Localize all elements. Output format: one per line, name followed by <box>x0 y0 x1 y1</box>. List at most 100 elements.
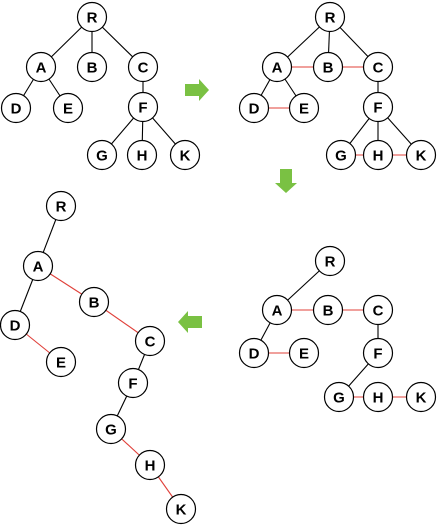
node-label: K <box>176 502 187 519</box>
node-B: B <box>312 294 344 326</box>
node-G: G <box>86 139 118 171</box>
node-circle <box>312 294 344 326</box>
node-circle <box>86 139 118 171</box>
node-circle <box>362 294 394 326</box>
node-R: R <box>314 1 346 33</box>
node-circle <box>169 139 201 171</box>
node-label: E <box>56 355 66 372</box>
node-G: G <box>323 381 355 413</box>
node-label: K <box>416 390 427 407</box>
node-circle <box>126 139 158 171</box>
node-R: R <box>314 245 346 277</box>
node-circle <box>127 91 159 123</box>
node-label: B <box>87 60 98 77</box>
node-label: R <box>325 254 336 271</box>
node-K: K <box>165 493 197 525</box>
node-label: K <box>416 148 427 165</box>
node-circle <box>78 286 110 318</box>
node-circle <box>312 51 344 83</box>
node-B: B <box>78 286 110 318</box>
node-circle <box>45 346 77 378</box>
node-circle <box>323 381 355 413</box>
node-E: E <box>288 337 320 369</box>
node-label: G <box>105 422 117 439</box>
node-label: H <box>373 390 384 407</box>
node-label: C <box>373 303 384 320</box>
node-circle <box>238 92 270 124</box>
node-F: F <box>117 367 149 399</box>
node-H: H <box>362 139 394 171</box>
node-H: H <box>134 449 166 481</box>
node-F: F <box>127 91 159 123</box>
node-label: C <box>373 60 384 77</box>
node-label: K <box>180 148 191 165</box>
node-E: E <box>288 92 320 124</box>
node-G: G <box>95 413 127 445</box>
node-label: C <box>138 60 149 77</box>
node-circle <box>0 92 32 124</box>
node-label: D <box>11 101 22 118</box>
node-K: K <box>169 139 201 171</box>
node-K: K <box>405 381 437 413</box>
node-C: C <box>362 51 394 83</box>
node-D: D <box>0 92 32 124</box>
node-label: E <box>299 101 309 118</box>
node-A: A <box>261 51 293 83</box>
node-circle <box>288 337 320 369</box>
node-circle <box>52 92 84 124</box>
node-label: F <box>373 346 382 363</box>
node-circle <box>0 309 31 341</box>
node-circle <box>362 381 394 413</box>
node-circle <box>314 1 346 33</box>
node-circle <box>261 51 293 83</box>
node-R: R <box>76 1 108 33</box>
node-circle <box>117 367 149 399</box>
node-circle <box>76 51 108 83</box>
node-circle <box>405 381 437 413</box>
node-C: C <box>127 51 159 83</box>
node-label: R <box>325 10 336 27</box>
node-label: A <box>272 60 283 77</box>
node-A: A <box>261 294 293 326</box>
node-R: R <box>45 190 77 222</box>
node-label: F <box>128 376 137 393</box>
node-label: F <box>373 100 382 117</box>
node-circle <box>362 337 394 369</box>
node-H: H <box>362 381 394 413</box>
node-circle <box>127 51 159 83</box>
node-D: D <box>0 309 31 341</box>
node-circle <box>288 92 320 124</box>
node-F: F <box>362 337 394 369</box>
node-label: E <box>63 101 73 118</box>
node-label: R <box>56 199 67 216</box>
node-label: E <box>299 346 309 363</box>
node-F: F <box>362 91 394 123</box>
node-circle <box>95 413 127 445</box>
node-D: D <box>238 92 270 124</box>
node-A: A <box>22 250 54 282</box>
node-label: A <box>33 259 44 276</box>
node-label: G <box>333 390 345 407</box>
node-label: H <box>137 148 148 165</box>
node-E: E <box>52 92 84 124</box>
node-circle <box>314 245 346 277</box>
node-label: A <box>36 60 47 77</box>
node-E: E <box>45 346 77 378</box>
node-label: H <box>145 458 156 475</box>
node-K: K <box>405 139 437 171</box>
arrow-right-icon <box>185 79 209 101</box>
node-label: F <box>138 100 147 117</box>
arrow-down-icon <box>275 169 297 193</box>
node-label: G <box>335 148 347 165</box>
arrow-left-icon <box>178 311 202 333</box>
node-circle <box>325 139 357 171</box>
node-circle <box>362 139 394 171</box>
node-circle <box>134 449 166 481</box>
node-label: B <box>323 303 334 320</box>
node-circle <box>76 1 108 33</box>
original-tree-panel: R A B C D E F G H K <box>0 1 201 171</box>
